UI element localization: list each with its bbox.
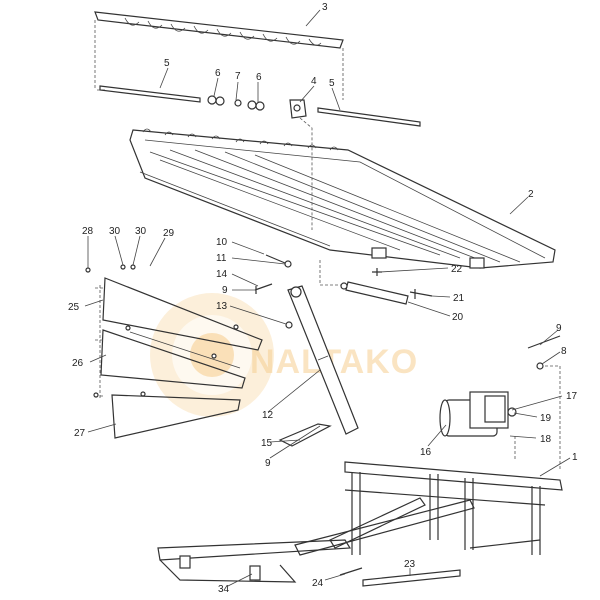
- part-bolt-13: [285, 321, 293, 329]
- callout-7: 7: [235, 71, 241, 82]
- callout-9-upper: 9: [222, 285, 228, 296]
- callout-5-right: 5: [329, 78, 335, 89]
- part-pin-24: [339, 567, 363, 576]
- callout-8: 8: [561, 346, 567, 357]
- callout-1: 1: [572, 452, 578, 463]
- callout-9-lower: 9: [265, 458, 271, 469]
- callout-5-left: 5: [164, 58, 170, 69]
- part-power-unit: [439, 391, 517, 437]
- callout-30-right: 30: [135, 226, 147, 237]
- callout-21: 21: [453, 293, 465, 304]
- part-bolt-nut: [265, 254, 292, 268]
- callout-6-right: 6: [256, 72, 262, 83]
- part-lip-cylinder: [340, 281, 409, 305]
- callout-11: 11: [216, 253, 227, 264]
- part-pin-set-right: [527, 335, 561, 370]
- callout-23: 23: [404, 559, 416, 570]
- callout-6-left: 6: [215, 68, 221, 79]
- leader-lines: [84, 9, 571, 587]
- callout-30-left: 30: [109, 226, 121, 237]
- callout-34: 34: [218, 584, 230, 595]
- part-lip-hinge-strip: [94, 11, 344, 49]
- part-clevis-pin: [409, 289, 433, 299]
- callout-28: 28: [82, 226, 94, 237]
- callout-16: 16: [420, 447, 432, 458]
- callout-15: 15: [261, 438, 273, 449]
- callout-2: 2: [528, 189, 534, 200]
- callout-4: 4: [311, 76, 317, 87]
- callout-10: 10: [216, 237, 228, 248]
- callout-18: 18: [540, 434, 552, 445]
- callout-27: 27: [74, 428, 86, 439]
- part-toe-guard-26: [100, 329, 246, 389]
- part-toe-guard-27: [111, 394, 241, 439]
- callout-26: 26: [72, 358, 84, 369]
- callout-14: 14: [216, 269, 228, 280]
- part-toe-guard-25: [102, 277, 263, 351]
- callout-17: 17: [566, 391, 578, 402]
- part-base-frame: [157, 461, 563, 583]
- callout-24: 24: [312, 578, 324, 589]
- callout-13: 13: [216, 301, 228, 312]
- part-deck-platform: [129, 128, 556, 269]
- callout-3: 3: [322, 2, 328, 13]
- callout-25: 25: [68, 302, 80, 313]
- watermark-logo: NALTAKO: [150, 293, 417, 417]
- part-hinge-pin-right: [317, 107, 421, 127]
- callout-labels: 3 5 6 7 6 4 5 2 28 30 30 29 10 11 22 14 …: [68, 2, 578, 595]
- callout-19: 19: [540, 413, 552, 424]
- part-rod-23: [362, 569, 461, 587]
- callout-22: 22: [451, 264, 463, 275]
- callout-12: 12: [262, 410, 274, 421]
- callout-29: 29: [163, 228, 175, 239]
- part-hinge-bracket: [289, 99, 307, 119]
- part-washers: [207, 95, 265, 111]
- part-main-cylinder: [287, 285, 359, 435]
- part-brace-15: [278, 423, 332, 447]
- callout-20: 20: [452, 312, 464, 323]
- callout-9-right: 9: [556, 323, 562, 334]
- part-hinge-pin-left: [99, 85, 201, 103]
- part-screws-washers: [85, 264, 239, 398]
